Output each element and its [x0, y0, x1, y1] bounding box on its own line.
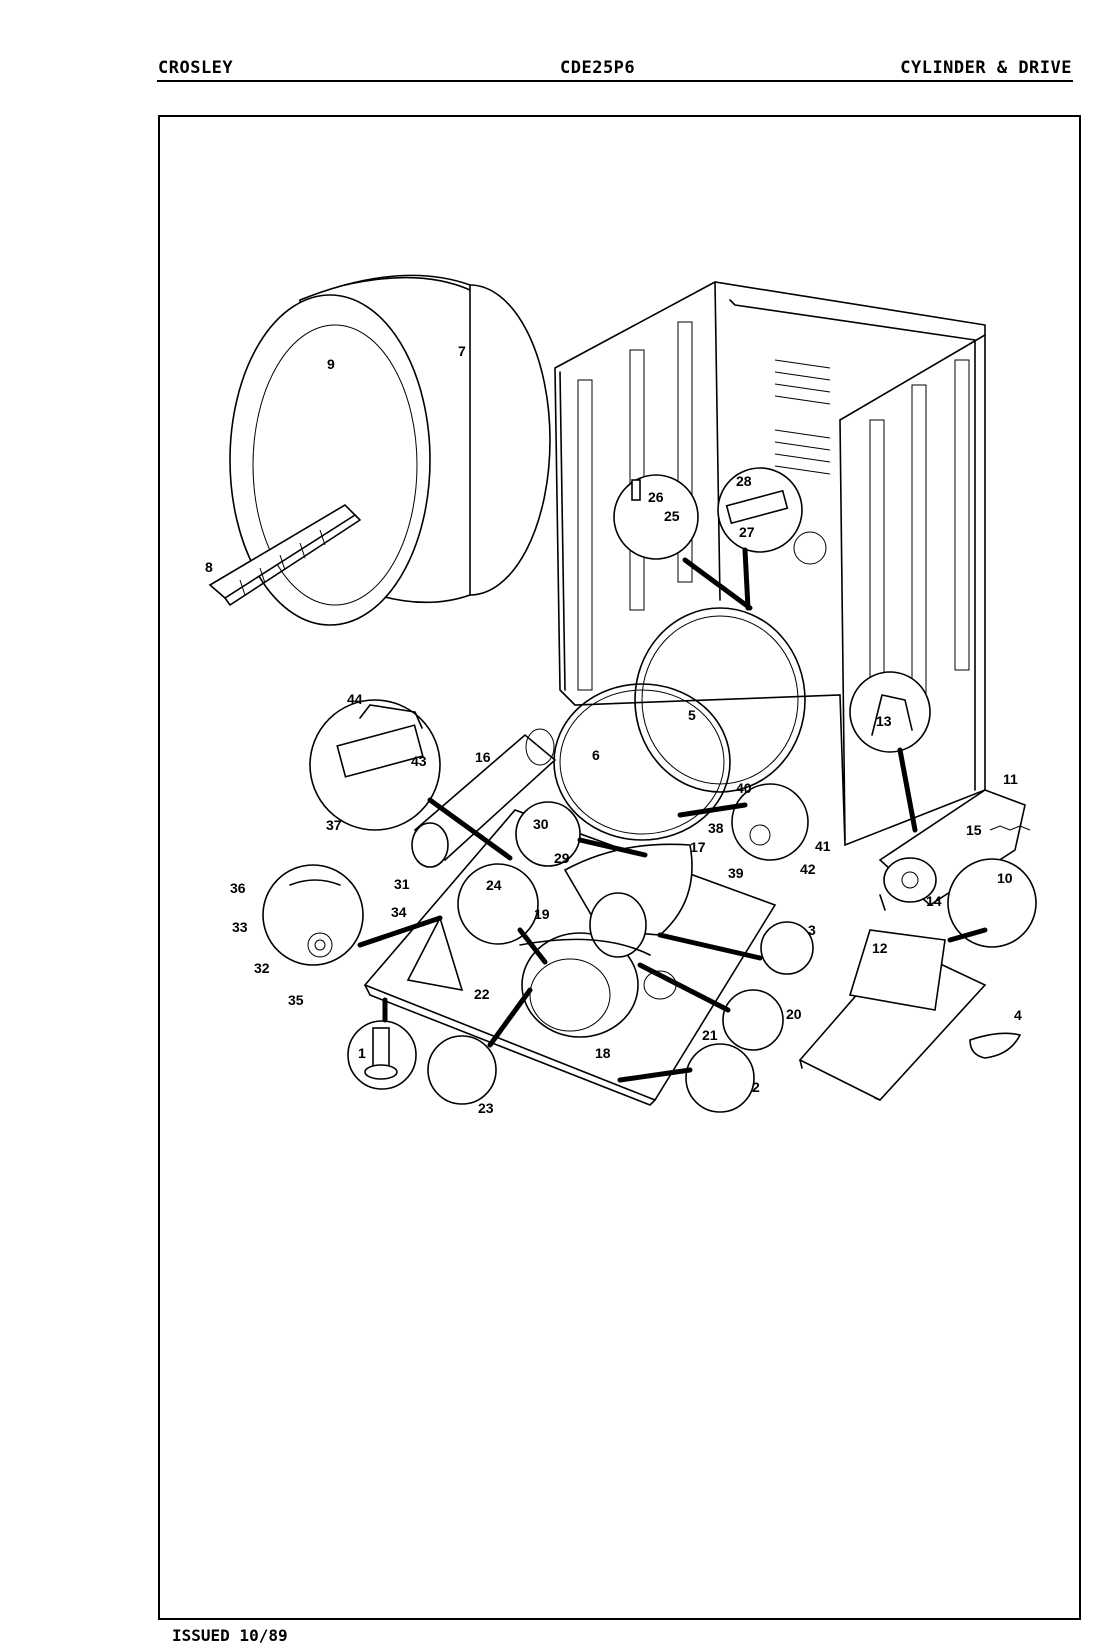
callout-2: 2	[752, 1079, 760, 1095]
section-title: CYLINDER & DRIVE	[900, 58, 1072, 78]
model-number: CDE25P6	[560, 58, 636, 78]
callout-9: 9	[327, 356, 335, 372]
callout-15: 15	[966, 822, 982, 838]
callout-20: 20	[786, 1006, 802, 1022]
callout-41: 41	[815, 838, 831, 854]
callout-12: 12	[872, 940, 888, 956]
callout-38: 38	[708, 820, 724, 836]
callout-30: 30	[533, 816, 549, 832]
callout-17: 17	[690, 839, 706, 855]
motor-mount-drawing	[798, 929, 987, 1101]
callout-40: 40	[736, 780, 752, 796]
callout-16: 16	[475, 749, 491, 765]
duct-drawing	[411, 728, 557, 868]
exploded-parts-diagram: 1 2 3 4 5 6 7 8 9 10 11 12 13 14 15 16 1…	[205, 274, 1037, 1116]
callout-44: 44	[347, 691, 363, 707]
callout-13: 13	[876, 713, 892, 729]
issued-date: ISSUED 10/89	[172, 1626, 288, 1645]
callout-29: 29	[554, 850, 570, 866]
leader-lines	[357, 547, 988, 1083]
callout-31: 31	[394, 876, 410, 892]
callout-32: 32	[254, 960, 270, 976]
callout-21: 21	[702, 1027, 718, 1043]
callout-4: 4	[1014, 1007, 1022, 1023]
brand-label: CROSLEY	[158, 58, 234, 78]
callout-33: 33	[232, 919, 248, 935]
callout-37: 37	[326, 817, 342, 833]
callout-10: 10	[997, 870, 1013, 886]
detail-circles	[262, 467, 1037, 1113]
callout-11: 11	[1003, 771, 1018, 787]
callout-39: 39	[728, 865, 744, 881]
motor-drawing	[878, 789, 1031, 911]
callout-43: 43	[411, 753, 427, 769]
callout-3: 3	[808, 922, 816, 938]
callout-25: 25	[664, 508, 680, 524]
callout-18: 18	[595, 1045, 611, 1061]
foot-drawing	[347, 1020, 417, 1090]
callout-23: 23	[478, 1100, 494, 1116]
callout-14: 14	[926, 893, 942, 909]
callout-19: 19	[534, 906, 550, 922]
callout-1: 1	[358, 1045, 366, 1061]
belt-ring-drawing	[553, 683, 731, 841]
callout-5: 5	[688, 707, 696, 723]
callout-8: 8	[205, 559, 213, 575]
callout-36: 36	[230, 880, 246, 896]
header-rule	[157, 80, 1073, 82]
callout-34: 34	[391, 904, 407, 920]
callout-labels: 1 2 3 4 5 6 7 8 9 10 11 12 13 14 15 16 1…	[205, 343, 1022, 1116]
cabinet-drawing	[554, 281, 986, 847]
callout-7: 7	[458, 343, 466, 359]
callout-6: 6	[592, 747, 600, 763]
baffle-drawing	[208, 503, 361, 606]
part-4-drawing	[969, 1032, 1022, 1059]
callout-35: 35	[288, 992, 304, 1008]
callout-26: 26	[648, 489, 664, 505]
drum-drawing	[229, 274, 551, 626]
callout-27: 27	[739, 524, 755, 540]
callout-24: 24	[486, 877, 502, 893]
callout-28: 28	[736, 473, 752, 489]
callout-42: 42	[800, 861, 816, 877]
callout-22: 22	[474, 986, 490, 1002]
